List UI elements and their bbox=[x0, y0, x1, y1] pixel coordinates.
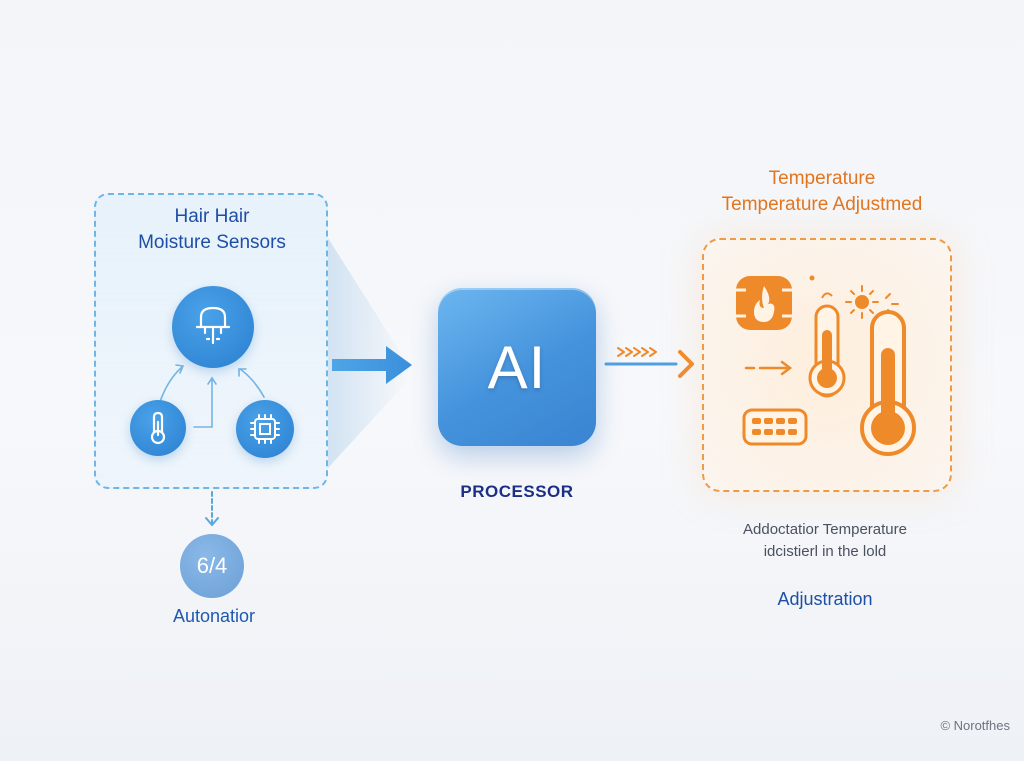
temperature-title-line2: Temperature Adjustmed bbox=[721, 194, 923, 215]
sun-icon bbox=[845, 285, 899, 319]
output-arrow-icon bbox=[604, 347, 694, 378]
temperature-title: Temperature Temperature Adjustmed bbox=[690, 166, 954, 218]
processor-label: PROCESSOR bbox=[460, 482, 574, 501]
large-thermometer-icon bbox=[860, 310, 916, 456]
heater-grill-icon bbox=[742, 408, 808, 446]
automation-badge-text: 6/4 bbox=[196, 553, 228, 578]
chip-icon bbox=[236, 400, 294, 458]
temperature-title-line1: Temperature bbox=[768, 168, 876, 189]
ai-processor-box: AI bbox=[438, 288, 596, 446]
temperature-caption-line2: idcistierl in the lold bbox=[763, 543, 887, 560]
input-arrow-icon bbox=[332, 346, 412, 384]
arrow-right-icon bbox=[744, 360, 793, 376]
ai-processor-text: AI bbox=[487, 333, 547, 401]
flame-heater-icon bbox=[736, 275, 815, 330]
automation-label: Autonatior bbox=[172, 606, 256, 626]
thermometer-icon bbox=[130, 400, 186, 456]
temperature-caption-line1: Addoctatior Temperature bbox=[743, 521, 907, 538]
adjustment-label: Adjustration bbox=[777, 589, 873, 609]
automation-badge: 6/4 bbox=[180, 534, 244, 598]
down-arrow-icon bbox=[205, 491, 219, 527]
temperature-caption: Addoctatior Temperature idcistierl in th… bbox=[700, 519, 950, 563]
sensor-title-line1: Hair Hair bbox=[174, 206, 250, 227]
copyright-text: © Norotfhes bbox=[940, 718, 1010, 733]
sensor-title: Hair Hair Moisture Sensors bbox=[100, 204, 324, 256]
sensor-connectors bbox=[155, 364, 265, 428]
sensor-title-line2: Moisture Sensors bbox=[138, 232, 286, 253]
hair-sensor-icon bbox=[172, 286, 254, 368]
small-thermometer-icon bbox=[808, 292, 846, 398]
temperature-icons bbox=[736, 275, 916, 456]
